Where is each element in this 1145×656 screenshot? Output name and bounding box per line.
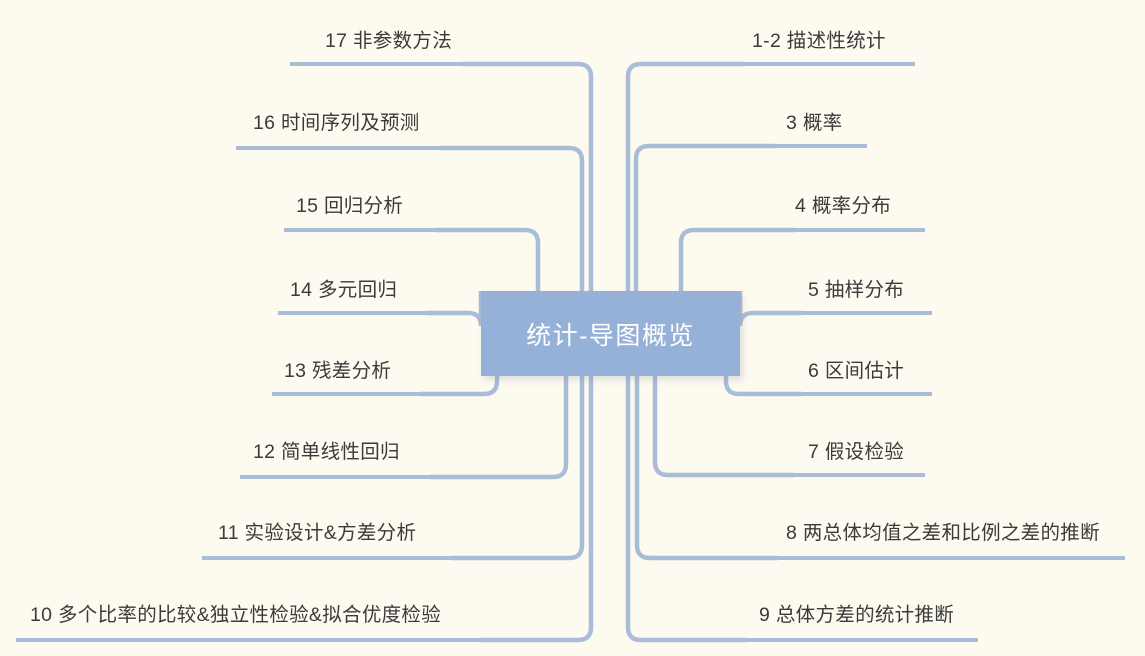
branch-node-underline [240, 475, 430, 479]
branch-node-label: 13 残差分析 [284, 360, 392, 382]
branch-node-underline [775, 144, 867, 148]
branch-node-label: 15 回归分析 [296, 195, 404, 217]
branch-node-underline [795, 228, 925, 232]
branch-node-label: 10 多个比率的比较&独立性检验&拟合优度检验 [30, 604, 442, 626]
branch-node-label: 12 简单线性回归 [253, 441, 400, 463]
branch-node-label: 16 时间序列及预测 [253, 112, 420, 134]
branch-node-underline [272, 392, 420, 396]
branch-node-underline [802, 392, 932, 396]
branch-node-label: 17 非参数方法 [325, 30, 453, 52]
branch-node-label: 8 两总体均值之差和比例之差的推断 [786, 522, 1100, 544]
branch-connector [426, 291, 484, 327]
branch-connector [678, 227, 795, 291]
branch-node-label: 14 多元回归 [290, 279, 398, 301]
branch-node-underline [290, 62, 462, 66]
central-node-label: 统计-导图概览 [526, 321, 695, 350]
branch-node-underline [743, 62, 915, 66]
branch-node-label: 1-2 描述性统计 [752, 30, 886, 52]
branch-node-underline [16, 638, 481, 642]
branch-connector [625, 61, 743, 291]
branch-node-underline [236, 146, 440, 150]
branch-node-label: 3 概率 [786, 112, 843, 134]
branch-connector [440, 145, 585, 291]
branch-node-underline [747, 638, 978, 642]
branch-node-label: 4 概率分布 [795, 195, 892, 217]
branch-connector [625, 376, 747, 643]
branch-connector [634, 376, 778, 561]
branch-connector [420, 376, 500, 397]
branch-connector [652, 376, 795, 478]
central-node[interactable]: 统计-导图概览 [481, 291, 740, 376]
branch-node-underline [802, 311, 932, 315]
branch-connector [633, 143, 775, 291]
branch-node-label: 6 区间估计 [808, 360, 905, 382]
branch-connector [462, 61, 594, 291]
branch-node-underline [202, 556, 450, 560]
branch-connector [430, 376, 569, 480]
branch-node-label: 7 假设检验 [808, 441, 905, 463]
branch-connector [737, 291, 802, 327]
branch-connector [434, 227, 541, 291]
branch-connector [481, 376, 594, 643]
branch-connector [450, 376, 585, 561]
branch-node-underline [284, 228, 434, 232]
branch-node-underline [278, 311, 426, 315]
branch-node-label: 9 总体方差的统计推断 [759, 604, 955, 626]
branch-connector [723, 376, 802, 397]
branch-node-label: 11 实验设计&方差分析 [218, 522, 417, 544]
branch-node-underline [795, 473, 925, 477]
branch-node-label: 5 抽样分布 [808, 279, 905, 301]
branch-node-underline [778, 556, 1125, 560]
